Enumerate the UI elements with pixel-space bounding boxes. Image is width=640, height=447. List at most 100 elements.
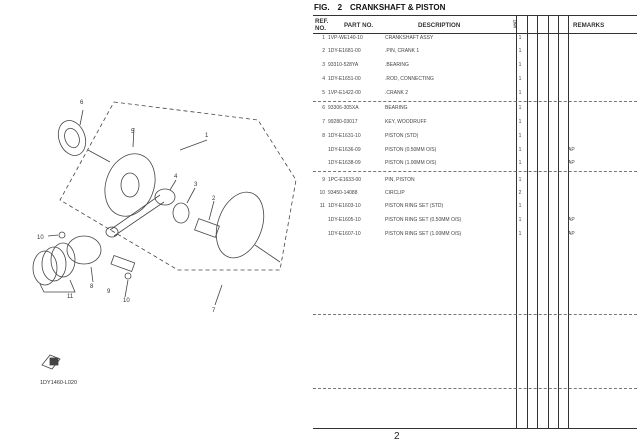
description: .CRANK 2 [385,90,409,96]
description: PISTON RING SET (1.00MM O/S) [385,231,462,237]
piston-pin-9 [110,254,136,272]
remarks: AP [568,217,575,223]
col-desc: DESCRIPTION [418,22,461,29]
quantity: 1 [518,35,522,41]
fig-title: CRANKSHAFT & PISTON [350,3,446,12]
description: PISTON RING SET (STD) [385,203,444,209]
crankshaft-assy-outline [59,101,297,271]
circlip [124,272,132,280]
callout-6: 6 [80,100,84,106]
table-bottom-rule [313,428,637,429]
callout-9: 9 [107,289,111,295]
callout-2: 2 [212,196,216,202]
ref-no: 3 [322,62,325,68]
callout-11: 11 [67,294,74,300]
page-number: 2 [394,431,400,442]
description: CIRCLIP [385,190,405,196]
callout-10: 10 [37,235,44,241]
quantity: 1 [518,133,522,139]
table-row: 1DY-E1607-10 PISTON RING SET (1.00MM O/S)… [313,231,637,243]
exploded-parts-diagram: 6 1 2 3 4 5 7 8 10 9 10 11 1DY1460-L020 [32,100,297,386]
ref-no: 8 [322,133,325,139]
figure-title: FIG. 2 CRANKSHAFT & PISTON [314,3,445,12]
callout-10b: 10 [123,298,130,304]
ref-no: 7 [322,119,325,125]
remarks: AP [568,231,575,237]
quantity: 1 [518,119,522,125]
quantity: 1 [518,177,522,183]
quantity: 1 [518,217,522,223]
quantity: 1 [518,48,522,54]
callout-7: 7 [212,308,216,314]
header-rule [313,33,637,34]
description: PIN, PISTON [385,177,415,183]
quantity: 1 [518,76,522,82]
col-remarks: REMARKS [573,22,605,29]
description: PISTON (STD) [385,133,419,139]
illustration-code: 1DY1460-L020 [40,380,77,386]
part-number: 1DY-E1605-10 [328,217,361,223]
remarks: AP [568,160,575,166]
ref-no: 11 [319,203,325,209]
direction-icon [41,354,61,370]
quantity: 1 [518,90,522,96]
description: .ROD, CONNECTING [385,76,434,82]
connecting-rod [109,194,165,237]
fig-number: 2 [337,3,343,12]
ref-no: 1 [322,35,325,41]
quantity: 1 [518,147,522,153]
part-number: 1PC-E1633-00 [328,177,362,183]
part-number: 1DY-E1638-09 [328,160,361,166]
part-number: 93450-14088 [328,190,358,196]
part-number: 99280-03017 [328,119,358,125]
crank-1 [215,191,265,259]
part-number: 1DY-E1636-09 [328,147,361,153]
callout-4: 4 [174,174,178,180]
quantity: 1 [518,160,522,166]
part-number: 1DY-E1631-10 [328,133,361,139]
callout-5: 5 [131,129,135,135]
description: PISTON (1.00MM O/S) [385,160,437,166]
part-number: 1DY-E1651-00 [328,76,361,82]
col-ref: REF. NO. [315,18,329,32]
quantity: 1 [518,62,522,68]
description: .PIN, CRANK 1 [385,48,420,54]
quantity: 1 [518,105,522,111]
circlip [58,231,66,239]
piston-rings-11 [32,250,58,286]
description: BEARING [385,105,408,111]
callout-8: 8 [90,284,94,290]
fig-label: FIG. [314,3,330,12]
quantity: 1 [518,231,522,237]
quantity: 1 [518,203,522,209]
ref-no: 2 [322,48,325,54]
callout-1: 1 [205,133,209,139]
part-number: 1DY-E1607-10 [328,231,361,237]
part-number: 1VP-WE140-10 [328,35,363,41]
remarks: AP [568,147,575,153]
part-number: 1DY-E1681-00 [328,48,361,54]
part-number: 93310-528YA [328,62,359,68]
description: .BEARING [385,62,409,68]
part-number: 1DY-E1603-10 [328,203,361,209]
col-part: PART NO. [344,22,374,29]
part-number: 93306-305XA [328,105,359,111]
ref-no: 5 [322,90,325,96]
part-number: 1VP-E1422-00 [328,90,361,96]
bearing-3 [172,202,190,224]
crank-pin-2 [194,218,220,238]
ref-no: 6 [322,105,325,111]
table-top-rule [313,15,637,16]
